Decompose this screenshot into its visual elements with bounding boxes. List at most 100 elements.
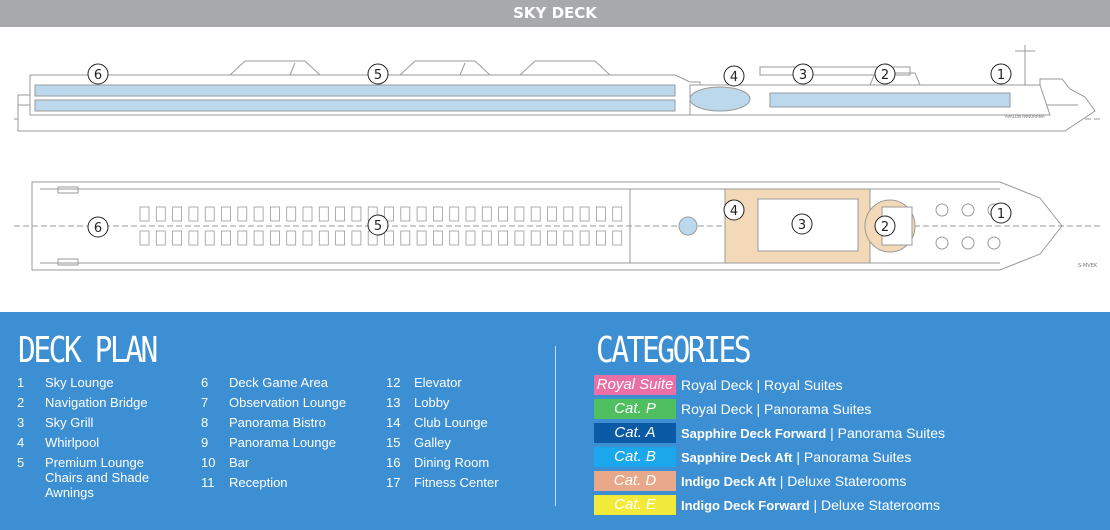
lounge-chair [269,230,280,246]
marker-label: 3 [799,68,807,83]
deck-plan-label: Bar [229,455,250,470]
awning-strut [289,62,296,76]
category-badge: Royal Suite [594,375,676,395]
marker-label: 6 [94,68,102,83]
category-badge: Cat. E [594,495,676,515]
category-separator: | [775,473,788,489]
lounge-chair [172,206,183,222]
side-markers: 6 5 4 3 2 1 [87,63,1012,87]
deck-plan-heading: DECK PLAN [18,330,158,371]
deck-plan-number: 14 [386,415,401,430]
categories-heading: CATEGORIES [596,330,752,371]
lounge-table [987,236,1001,250]
lounge-chair [204,206,215,222]
window-band-lower [34,99,676,112]
lounge-chair [221,206,231,222]
deck-plan-label: Observation Lounge [229,395,347,410]
deck-plan-label: Galley [414,435,451,450]
plan-view [14,181,1100,271]
category-separator: | [752,377,765,393]
lounge-chair [188,230,199,246]
plan-marker-1: 1 [990,202,1012,224]
deck-plan-number: 17 [386,475,401,490]
sky-grill-canopy [759,66,911,76]
deck-plan-label: Sky Grill [45,415,94,430]
lounge-table [935,203,949,217]
category-description: Royal Deck | Royal Suites [681,376,843,394]
deck-plan-number: 15 [386,435,401,450]
lounge-chair [384,206,394,222]
lounge-chair [596,230,606,246]
lounge-chair [188,206,199,222]
marker-label: 3 [798,218,806,233]
marker-circle [792,63,814,85]
category-description: Sapphire Deck Aft | Panorama Suites [681,448,911,467]
lounge-chair [514,206,525,222]
marker-circle [990,63,1012,85]
lounge-chair [269,206,280,222]
deck-plan-number: 16 [386,455,401,470]
category-badge: Cat. D [594,471,676,491]
side-marker-3: 3 [792,63,814,85]
lounge-chair [563,206,574,222]
hull-name: AVALON PANORAMA [1005,114,1045,119]
deck-plan-number: 7 [201,395,209,410]
side-marker-6: 6 [87,63,109,85]
lounge-chair [139,230,150,246]
category-type: Royal Suites [764,377,843,393]
category-description: Indigo Deck Aft | Deluxe Staterooms [681,472,906,491]
deck-title-bar: SKY DECK [0,0,1110,27]
lounge-chair [432,206,443,222]
category-badge: Cat. B [594,447,676,467]
deck-plan-number: 4 [17,435,25,450]
lounge-chair [237,206,248,222]
deck-plan-number: 10 [201,455,216,470]
lounge-chair [400,230,411,246]
category-deck: Royal Deck [681,377,753,393]
deck-plan-number: 1 [17,375,25,390]
marker-label: 2 [881,220,889,235]
deck-plan-label: Fitness Center [414,475,499,490]
deck-plan-label: Panorama Lounge [229,435,336,450]
category-separator: | [792,449,804,465]
lounge-chair [351,206,362,222]
lounge-chair [481,206,492,222]
whirlpool-pool [678,216,698,236]
deck-plan-label: Sky Lounge [45,375,114,390]
side-marker-2: 2 [874,63,896,85]
marker-circle [367,63,389,85]
plan-marker-2: 2 [874,215,896,237]
marker-label: 5 [374,68,382,83]
lounge-chair [318,230,329,246]
lounge-chair [400,206,411,222]
lounge-chair [465,206,476,222]
plan-marker-3: 3 [791,213,813,235]
deck-title: SKY DECK [513,4,597,22]
lounge-table [935,236,949,250]
deck-plan-label: Club Lounge [414,415,488,430]
marker-circle [791,213,813,235]
deck-plan-number: 6 [201,375,209,390]
marker-label: 1 [997,68,1005,83]
category-deck: Indigo Deck Aft [681,474,776,489]
category-deck: Sapphire Deck Aft [681,450,793,465]
lounge-chair [155,206,166,222]
lounge-chair [547,206,557,222]
awning [229,60,321,76]
marker-circle [723,65,745,87]
deck-plan-number: 5 [17,455,25,470]
lounge-chair [172,230,183,246]
category-badge: Cat. P [594,399,676,419]
marker-label: 4 [730,70,738,85]
lounge-chair [530,206,541,222]
lounge-chair [514,230,525,246]
side-marker-5: 5 [367,63,389,85]
deck-plan-label: Elevator [414,375,462,390]
lounge-chair [335,230,346,246]
lounge-chair [155,230,166,246]
deck-plan-number: 9 [201,435,209,450]
lounge-chair [416,230,427,246]
lounge-chair [481,230,492,246]
lounge-chair [596,206,606,222]
